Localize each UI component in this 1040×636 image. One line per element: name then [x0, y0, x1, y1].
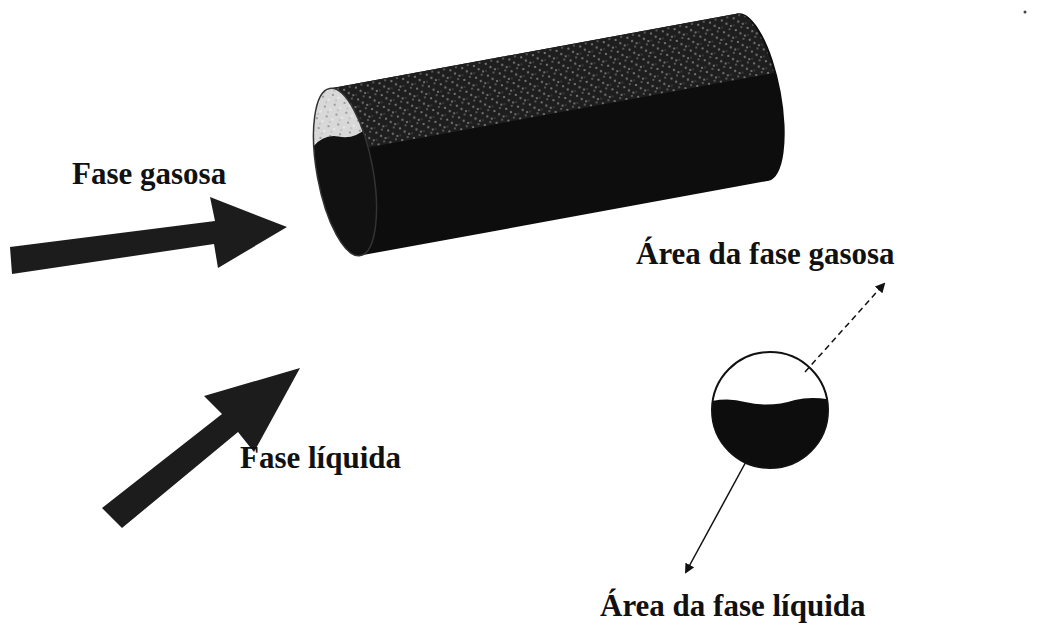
phase-label: Fase líquida	[240, 440, 401, 476]
speck-dot	[1024, 11, 1027, 14]
pipe-body	[299, 4, 796, 262]
liquid-area-leader	[686, 458, 748, 572]
phase-label: Área da fase líquida	[600, 588, 866, 624]
gas-inlet-arrow	[10, 197, 287, 274]
phase-label: Fase gasosa	[72, 156, 226, 192]
cross-section	[700, 352, 840, 480]
phase-label: Área da fase gasosa	[636, 236, 895, 272]
gas-area-leader	[805, 284, 884, 372]
